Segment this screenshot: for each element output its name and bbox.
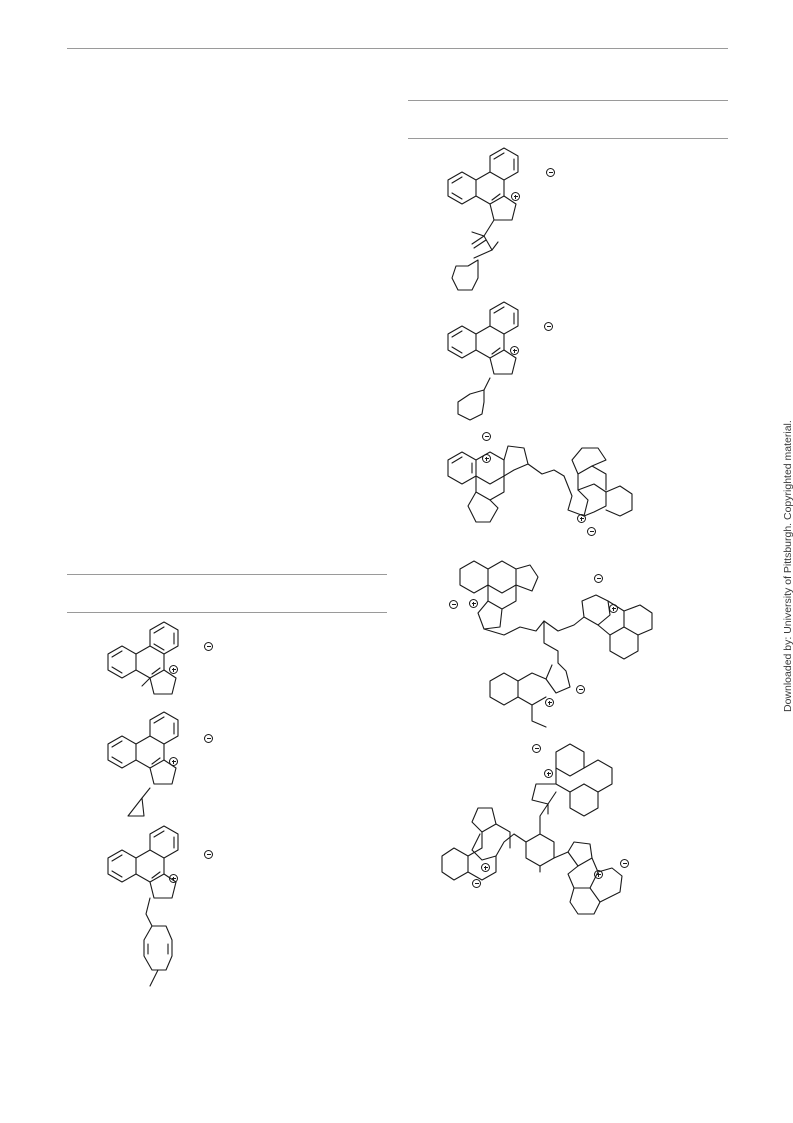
structure-left-2 bbox=[100, 711, 213, 822]
structure-right-3 bbox=[438, 430, 638, 536]
header-rule bbox=[67, 48, 728, 49]
left-table-top-rule bbox=[67, 574, 387, 575]
cation-charge-icon bbox=[469, 599, 478, 608]
structure-right-1 bbox=[440, 147, 555, 298]
anion-charge-icon bbox=[204, 642, 213, 651]
structure-right-4 bbox=[448, 555, 668, 728]
phenanthro-imidazolinium-methylbenzyl-icon bbox=[107, 825, 179, 987]
cation-charge-icon bbox=[510, 346, 519, 355]
tris-phenanthro-imidazolinium-amine-icon bbox=[459, 560, 653, 728]
anion-charge-icon bbox=[594, 574, 603, 583]
right-table-top-rule bbox=[408, 100, 728, 101]
cation-charge-icon bbox=[169, 757, 178, 766]
anion-charge-icon bbox=[472, 879, 481, 888]
anion-charge-icon bbox=[204, 734, 213, 743]
anion-charge-icon bbox=[532, 744, 541, 753]
cation-charge-icon bbox=[482, 454, 491, 463]
right-table-mid-rule bbox=[408, 138, 728, 139]
structure-left-1 bbox=[100, 621, 213, 702]
phenanthro-imidazolinium-cyclopropyl-icon bbox=[107, 711, 179, 817]
anion-charge-icon bbox=[544, 322, 553, 331]
phenanthro-imidazolinium-benzyl-icon bbox=[447, 301, 519, 421]
anion-charge-icon bbox=[449, 600, 458, 609]
bis-phenanthro-imidazolinium-ethylene-icon bbox=[447, 445, 633, 523]
anion-charge-icon bbox=[587, 527, 596, 536]
cation-charge-icon bbox=[169, 874, 178, 883]
anion-charge-icon bbox=[620, 859, 629, 868]
anion-charge-icon bbox=[482, 432, 491, 441]
tris-phenanthro-imidazolinium-cyclohexane-icon bbox=[441, 743, 623, 915]
download-notice: Downloaded by: University of Pittsburgh.… bbox=[782, 420, 793, 712]
cation-charge-icon bbox=[511, 192, 520, 201]
cation-charge-icon bbox=[594, 870, 603, 879]
left-table-mid-rule bbox=[67, 612, 387, 613]
structure-right-5 bbox=[440, 742, 640, 915]
cation-charge-icon bbox=[545, 698, 554, 707]
phenanthro-imidazolinium-methyl-icon bbox=[107, 621, 179, 695]
anion-charge-icon bbox=[546, 168, 555, 177]
structure-left-3 bbox=[100, 825, 213, 996]
cation-charge-icon bbox=[609, 604, 618, 613]
structure-right-2 bbox=[440, 301, 553, 422]
cation-charge-icon bbox=[481, 863, 490, 872]
cation-charge-icon bbox=[544, 769, 553, 778]
cation-charge-icon bbox=[577, 514, 586, 523]
cation-charge-icon bbox=[169, 665, 178, 674]
anion-charge-icon bbox=[576, 685, 585, 694]
phenanthro-imidazolinium-phenylalanyl-icon bbox=[447, 147, 519, 291]
anion-charge-icon bbox=[204, 850, 213, 859]
